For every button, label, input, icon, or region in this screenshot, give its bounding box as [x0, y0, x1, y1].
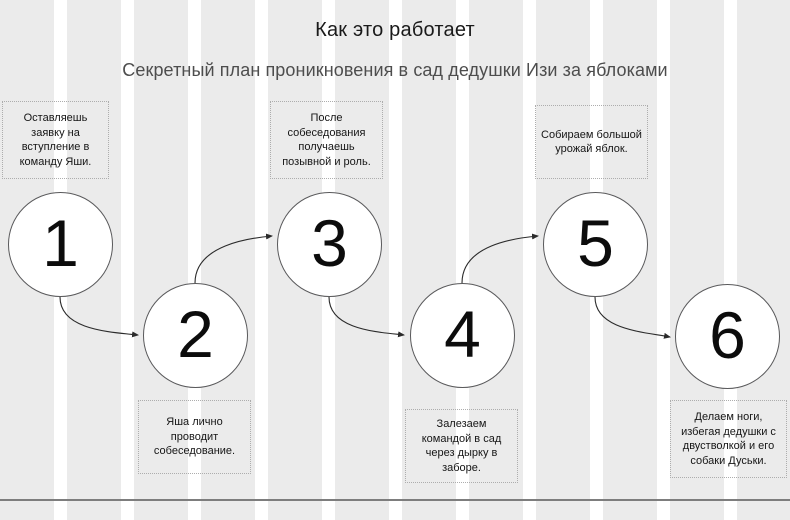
page-title: Как это работает: [315, 19, 475, 41]
step-circle-1[interactable]: 1: [8, 192, 113, 297]
step-number-4: 4: [444, 297, 481, 371]
step-circle-5[interactable]: 5: [543, 192, 648, 297]
step-circle-6[interactable]: 6: [675, 284, 780, 389]
step-caption-3: После собеседования получаешь позывной и…: [282, 112, 371, 168]
connector-4-5: [461, 233, 539, 284]
step-circle-2[interactable]: 2: [143, 283, 248, 388]
step-circle-3[interactable]: 3: [277, 192, 382, 297]
step-caption-box-2: Яша лично проводит собеседование.: [138, 400, 251, 474]
step-number-3: 3: [311, 206, 348, 280]
step-caption-box-5: Собираем большой урожай яблок.: [535, 105, 648, 179]
page-subtitle: Секретный план проникновения в сад дедуш…: [122, 60, 668, 80]
step-caption-6: Делаем ноги, избегая дедушки с двустволк…: [681, 411, 776, 467]
footer-divider: [0, 499, 790, 501]
connector-3-4: [328, 296, 405, 338]
step-caption-box-6: Делаем ноги, избегая дедушки с двустволк…: [670, 400, 787, 478]
step-caption-box-3: После собеседования получаешь позывной и…: [270, 101, 383, 179]
connector-1-2: [59, 296, 139, 338]
step-number-5: 5: [577, 206, 614, 280]
step-caption-1: Оставляешь заявку на вступление в команд…: [19, 112, 92, 168]
connector-5-6: [594, 296, 671, 339]
connector-2-3: [194, 233, 273, 284]
step-caption-4: Залезаем командой в сад через дырку в за…: [421, 418, 502, 474]
step-circle-4[interactable]: 4: [410, 283, 515, 388]
step-caption-2: Яша лично проводит собеседование.: [153, 416, 236, 458]
step-number-1: 1: [42, 206, 79, 280]
step-number-6: 6: [709, 298, 746, 372]
step-caption-box-4: Залезаем командой в сад через дырку в за…: [405, 409, 518, 483]
step-caption-5: Собираем большой урожай яблок.: [541, 128, 642, 156]
step-caption-box-1: Оставляешь заявку на вступление в команд…: [2, 101, 109, 179]
step-number-2: 2: [177, 297, 214, 371]
